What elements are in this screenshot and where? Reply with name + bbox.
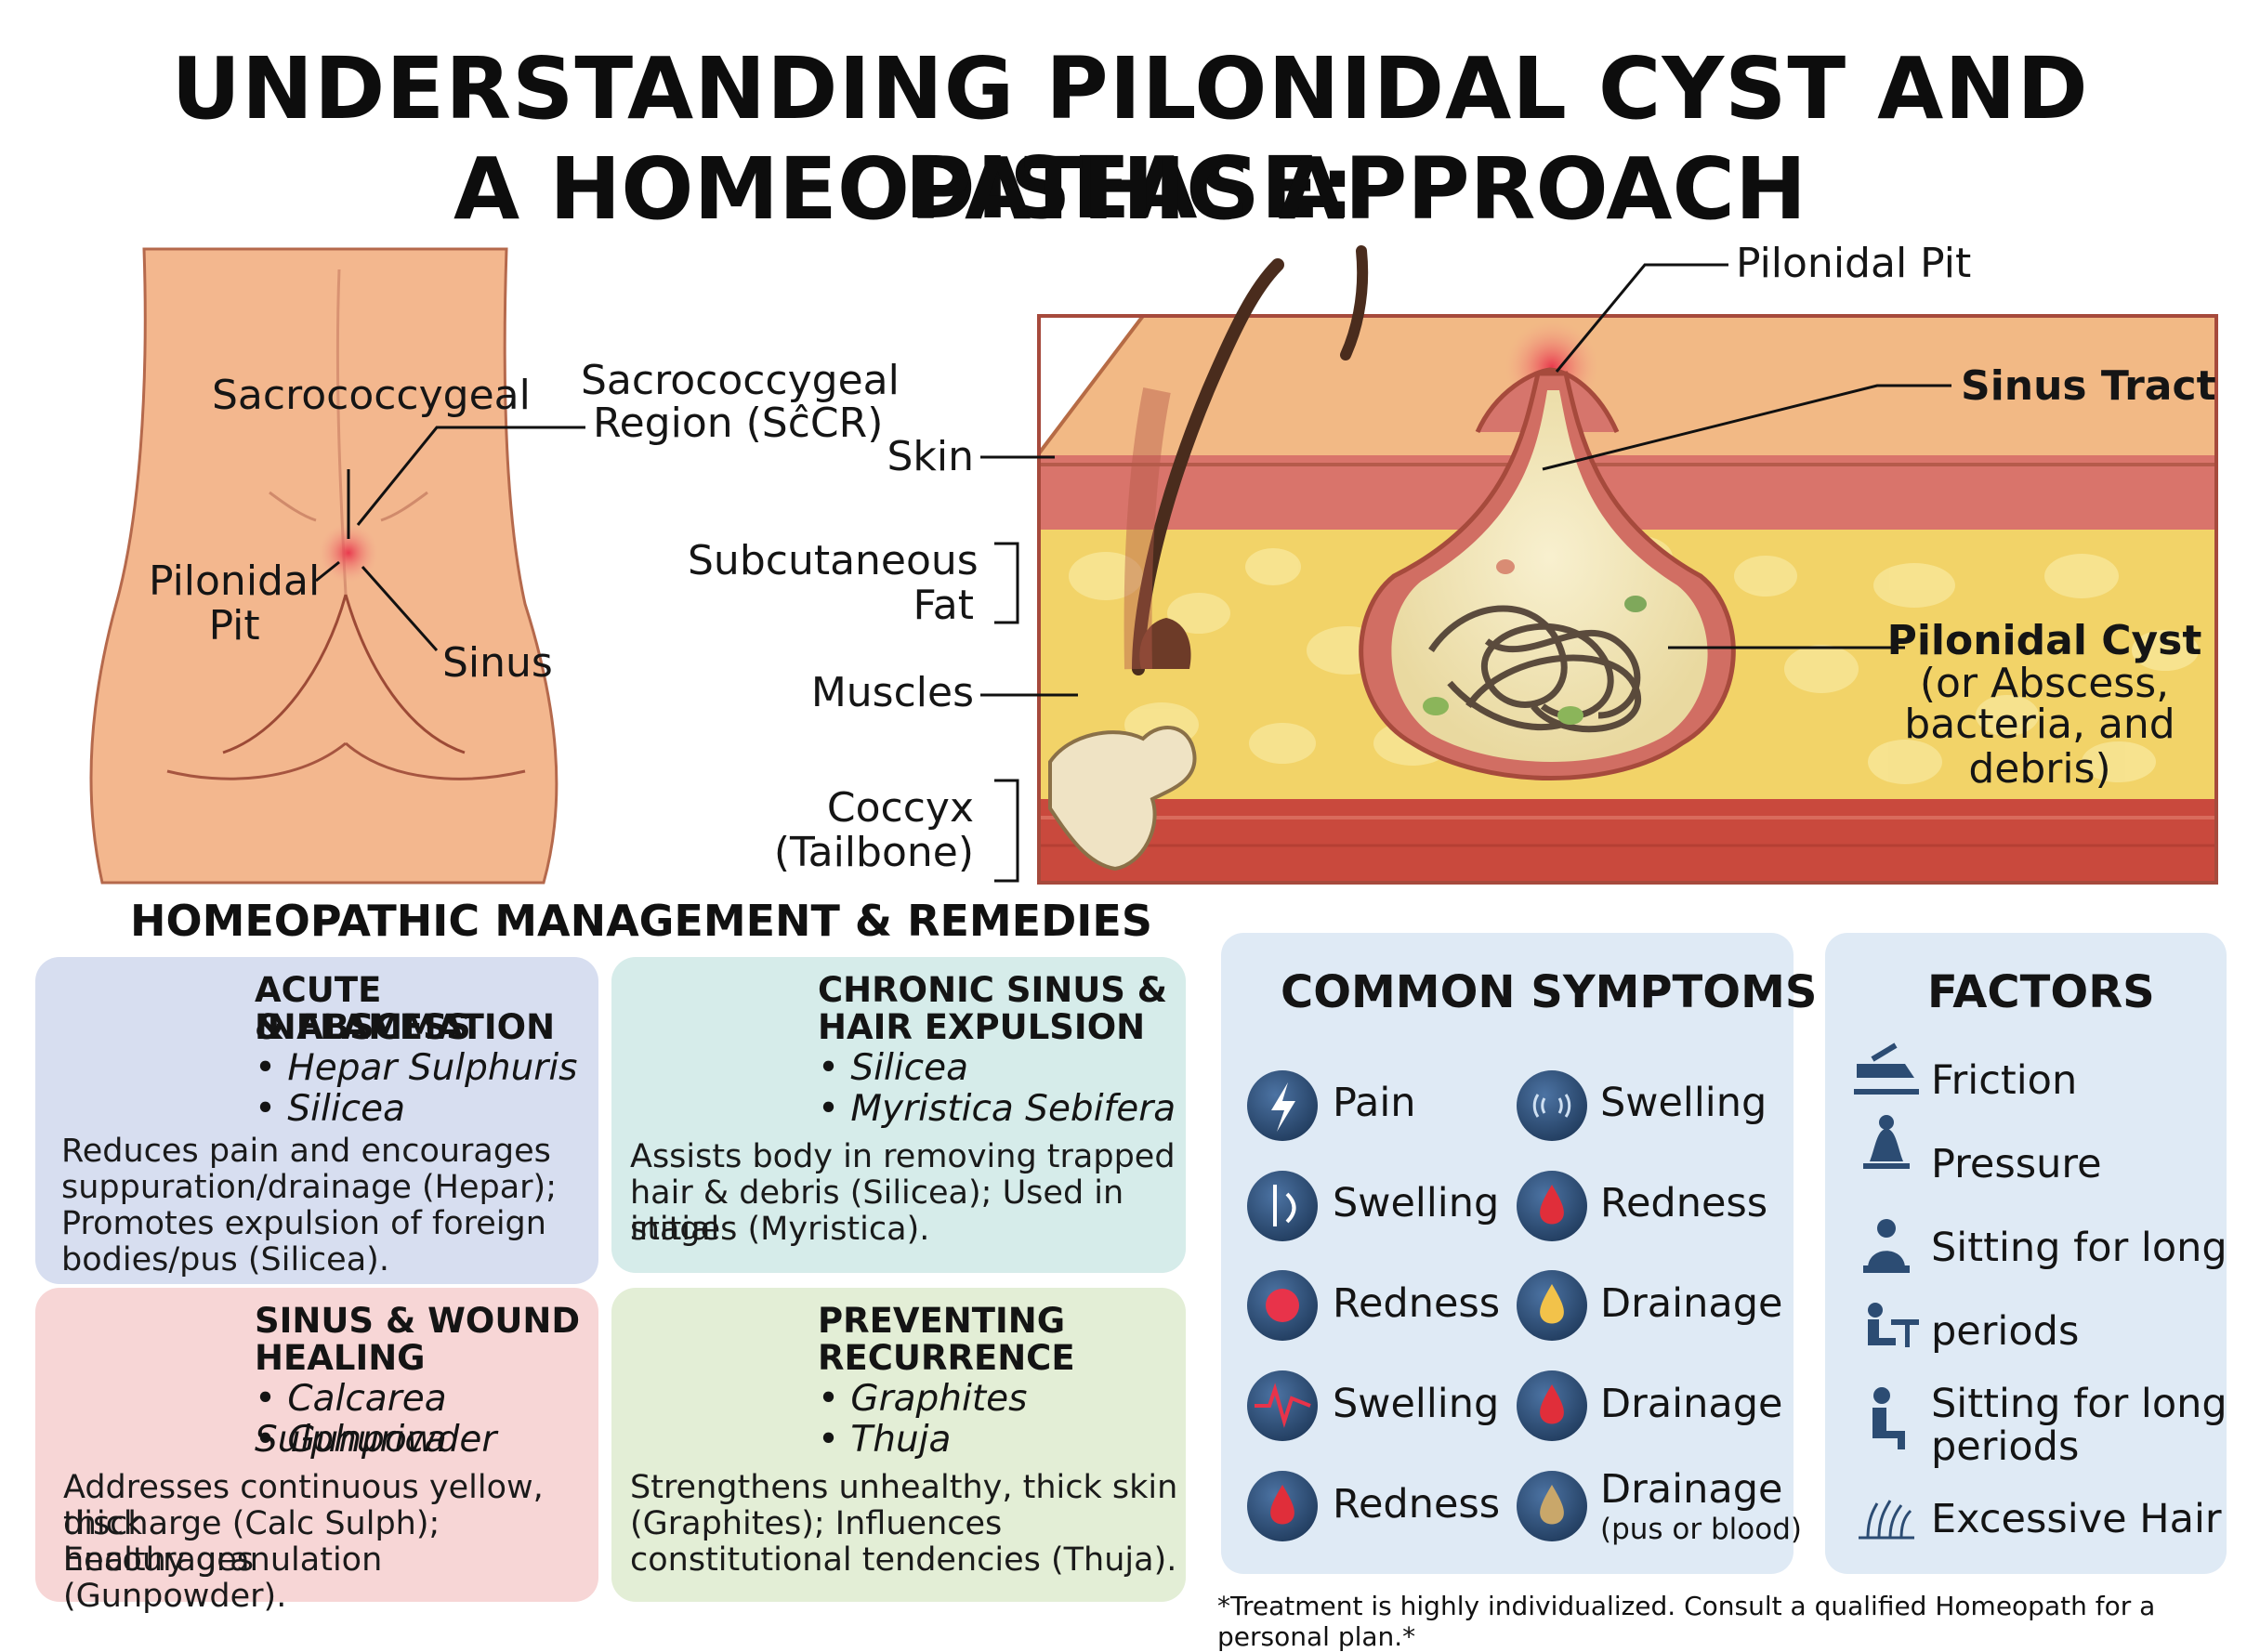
card-title-line-2: HEALING xyxy=(255,1338,426,1378)
main-title-line-1: UNDERSTANDING PILONIDAL CYST AND DISEASE… xyxy=(171,39,2089,238)
card-title-line-1: CHRONIC SINUS & xyxy=(818,970,1168,1010)
symptom-label: Drainage xyxy=(1600,1466,1783,1513)
card-title-line-2: HAIR EXPULSION xyxy=(818,1007,1146,1047)
label-pilonidal-pit: Pilonidal Pit xyxy=(1736,240,1972,287)
symptom-sublabel: (pus or blood) xyxy=(1600,1513,1802,1546)
card-title-line-1: ACUTE INFLAMMATION xyxy=(255,970,556,1047)
card-desc-2: hair & debris (Silicea); Used in initial xyxy=(630,1174,1124,1249)
factor-icons xyxy=(1854,1042,1919,1540)
symptom-item: Drainage xyxy=(1600,1280,1783,1327)
symptom-item: Swelling xyxy=(1600,1080,1767,1126)
factors-title: FACTORS xyxy=(1927,966,2155,1018)
card-title-line-2: RECURRENCE xyxy=(818,1338,1075,1378)
skin-cross-section xyxy=(980,245,2218,885)
factor-item: periods xyxy=(1931,1308,2080,1355)
symptom-item: Redness xyxy=(1333,1481,1501,1527)
factor-item: Sitting for long xyxy=(1931,1225,2227,1271)
label-body-sinus: Sinus xyxy=(442,639,553,687)
label-sinus-tract: Sinus Tract xyxy=(1961,362,2216,410)
card-remedy-1: • Silicea xyxy=(818,1047,968,1089)
label-coccyx-2: (Tailbone) xyxy=(773,829,974,876)
label-cyst-title: Pilonidal Cyst xyxy=(1886,617,2202,664)
factor-item: Friction xyxy=(1931,1057,2078,1104)
label-muscles: Muscles xyxy=(810,669,974,716)
label-region-line-2: Region (SĉCR) xyxy=(593,400,884,447)
factor-item: Sitting for long periods xyxy=(1931,1381,2227,1471)
label-body-pilonidal-pit: Pilonidal Pit xyxy=(149,557,321,649)
card-desc-4: bodies/pus (Silicea). xyxy=(61,1241,389,1278)
card-remedy-1: • Graphites xyxy=(818,1378,1028,1420)
factor-item: Excessive Hair xyxy=(1931,1496,2222,1542)
card-title-line-2: & ABSCESS xyxy=(255,1007,471,1047)
label-region-line-1: Sacrococcygeal xyxy=(581,357,900,404)
card-remedy-2: • Myristica Sebifera xyxy=(818,1088,1176,1130)
card-remedy-1: • Hepar Sulphuris xyxy=(255,1047,578,1089)
card-desc-1: Addresses continuous yellow, thick xyxy=(63,1469,544,1543)
card-desc-2: suppuration/drainage (Hepar); xyxy=(61,1169,557,1206)
card-remedy-2: • Thuja xyxy=(818,1419,952,1461)
main-title-line-2: A HOMEOPATHIC APPROACH xyxy=(453,139,1807,239)
card-desc-1: Strengthens unhealthy, thick skin xyxy=(630,1469,1178,1506)
symptom-item: Swelling xyxy=(1333,1180,1500,1226)
symptom-item: Drainage xyxy=(1600,1381,1783,1427)
card-desc-3: Promotes expulsion of foreign xyxy=(61,1205,546,1242)
card-desc-3: constitutional tendencies (Thuja). xyxy=(630,1541,1177,1579)
card-desc-2: (Graphites); Influences xyxy=(630,1505,1003,1542)
card-remedy-2: • Gunpowder xyxy=(255,1419,497,1461)
factor-item: Pressure xyxy=(1931,1141,2102,1187)
symptom-item-drainage: Drainage (pus or blood) xyxy=(1600,1466,1802,1546)
symptoms-title: COMMON SYMPTOMS xyxy=(1281,966,1818,1018)
card-desc-3: stages (Myristica). xyxy=(630,1211,930,1248)
card-remedy-1: • Calcarea Sulphurica xyxy=(255,1378,447,1461)
symptom-item: Redness xyxy=(1333,1280,1501,1327)
card-desc-1: Reduces pain and encourages xyxy=(61,1133,551,1170)
label-coccyx-1: Coccyx xyxy=(826,784,974,832)
buttocks-illustration xyxy=(89,247,585,885)
card-title-line-1: PREVENTING xyxy=(818,1301,1066,1341)
label-subcutaneous-2: Fat xyxy=(913,582,974,629)
card-title-line-1: SINUS & WOUND xyxy=(255,1301,581,1341)
label-subcutaneous-1: Subcutaneous xyxy=(688,537,979,584)
symptom-icons xyxy=(1247,1070,1587,1541)
management-section-title: HOMEOPATHIC MANAGEMENT & REMEDIES xyxy=(130,896,1152,946)
label-cyst-sub-2: bacteria, and debris) xyxy=(1904,701,2175,793)
remedy-card-healing: SINUS & WOUND HEALING • Calcarea Sulphur… xyxy=(35,1288,598,1615)
card-remedy-2: • Silicea xyxy=(255,1088,405,1130)
label-skin: Skin xyxy=(887,433,974,480)
remedy-card-chronic: CHRONIC SINUS & HAIR EXPULSION • Silicea… xyxy=(611,957,1186,1273)
symptom-item: Redness xyxy=(1600,1180,1768,1226)
label-cyst-sub-1: (or Abscess, xyxy=(1919,660,2170,707)
remedy-card-acute: ACUTE INFLAMMATION & ABSCESS • Hepar Sul… xyxy=(35,957,598,1284)
card-desc-1: Assists body in removing trapped xyxy=(630,1138,1176,1175)
remedy-card-recurrence: PREVENTING RECURRENCE • Graphites • Thuj… xyxy=(611,1288,1186,1602)
symptom-item: Swelling xyxy=(1333,1381,1500,1427)
label-sacrococcygeal: Sacrococcygeal xyxy=(212,372,531,419)
card-desc-3: healthy granulation (Gunpowder). xyxy=(63,1541,383,1616)
footnote: *Treatment is highly individualized. Con… xyxy=(1217,1591,2156,1652)
symptom-item: Pain xyxy=(1333,1080,1416,1126)
card-desc-2: discharge (Calc Sulph); Encourages xyxy=(63,1505,440,1580)
